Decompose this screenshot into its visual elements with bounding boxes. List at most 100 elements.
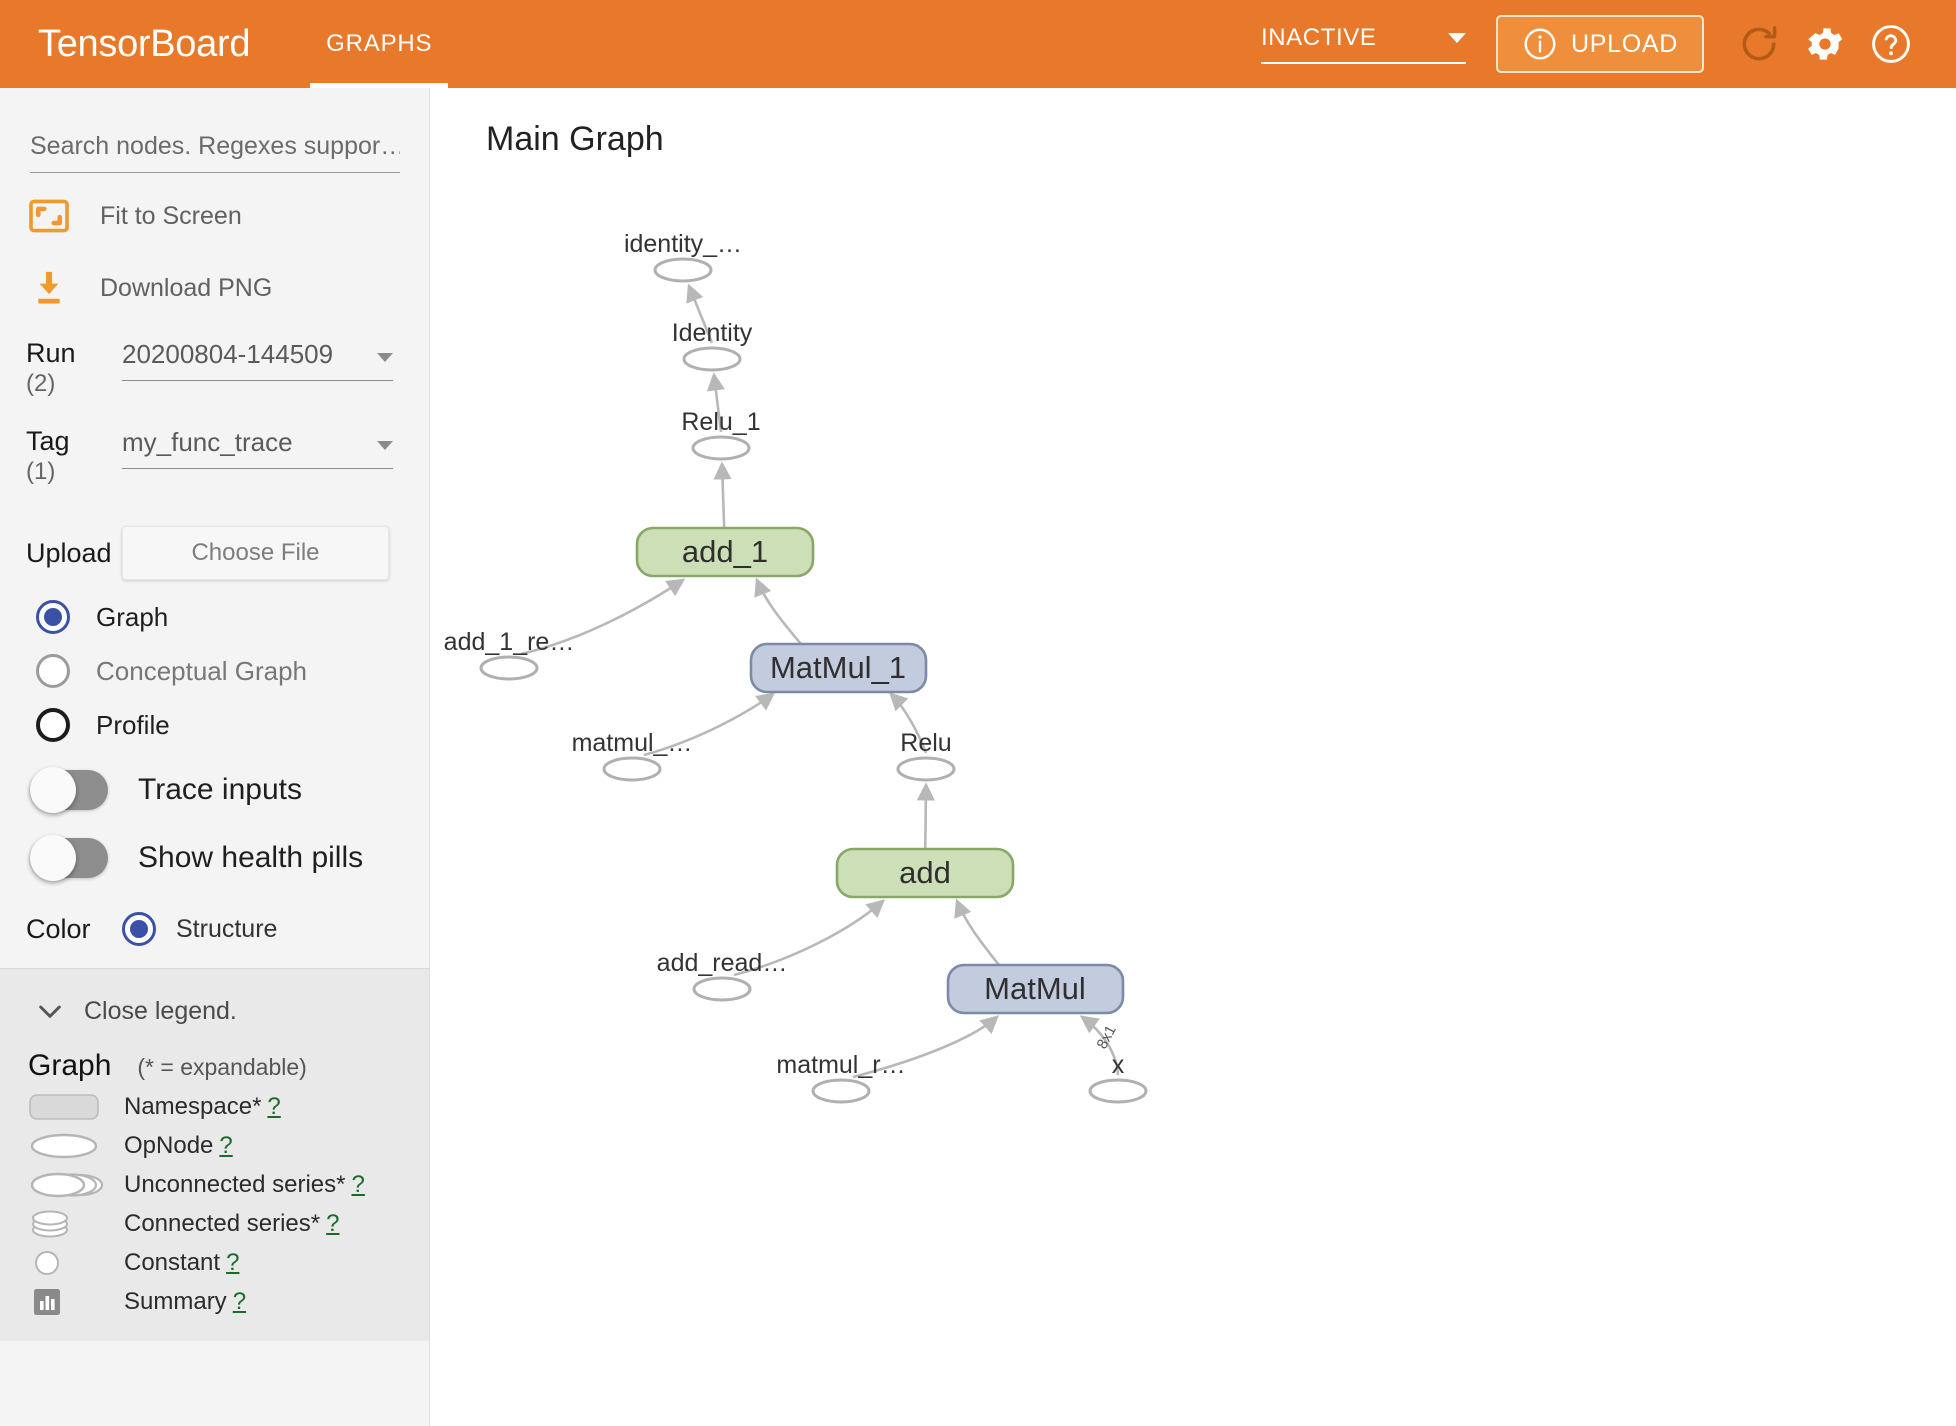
refresh-icon[interactable] [1737, 22, 1781, 66]
show-health-pills-label: Show health pills [138, 841, 364, 875]
summary-icon [28, 1286, 124, 1318]
app-header: TensorBoard GRAPHS INACTIVE UPLOAD [0, 0, 1956, 88]
search-input[interactable] [30, 132, 400, 173]
legend-item-label: Summary [124, 1287, 227, 1315]
tag-label: Tag (1) [26, 426, 122, 485]
inactive-runs-dropdown[interactable]: INACTIVE [1260, 24, 1466, 64]
run-select[interactable]: 20200804-144509 [122, 339, 393, 381]
edge-relu1-to-identity [706, 372, 725, 433]
legend-item-label: Constant [124, 1248, 221, 1276]
node-shape-ellipse[interactable] [896, 756, 956, 782]
legend-item-summary: Summary ? [0, 1286, 429, 1317]
edge-x-to-matmul [1079, 1015, 1120, 1076]
radio-profile[interactable]: Profile [0, 708, 429, 743]
node-add-1[interactable]: add_1 [635, 526, 815, 578]
node-matmul-read[interactable]: matmul_… [572, 729, 693, 782]
legend-help-link[interactable]: ? [351, 1170, 365, 1198]
node-shape-ellipse[interactable] [691, 435, 751, 461]
node-identity[interactable]: Identity [672, 319, 753, 372]
legend-title: Graph [28, 1049, 112, 1083]
download-png-button[interactable]: Download PNG [0, 259, 429, 317]
node-shape-rect[interactable] [635, 526, 815, 578]
node-x[interactable]: x [1088, 1051, 1148, 1104]
page-title: Main Graph [486, 120, 664, 158]
choose-file-button[interactable]: Choose File [122, 526, 389, 581]
graph-drawing[interactable]: identity_… Identity Relu_1 add_1 add_1_r… [431, 88, 1956, 1426]
fit-to-screen-icon [26, 193, 72, 239]
trace-inputs-switch[interactable] [30, 767, 108, 814]
legend-item-opnode: OpNode ? [0, 1130, 429, 1161]
node-add-1-read[interactable]: add_1_re… [444, 628, 575, 681]
tag-select[interactable]: my_func_trace [122, 427, 393, 469]
edge-matmulread-to-matmul1 [643, 692, 776, 757]
graph-edges [520, 283, 1120, 1079]
legend-help-link[interactable]: ? [219, 1131, 233, 1159]
edge-label-shape: 8x1 [1094, 1023, 1120, 1052]
header-actions: INACTIVE UPLOAD [1260, 15, 1956, 73]
node-matmul[interactable]: MatMul [946, 963, 1125, 1015]
edge-matmul-to-add [954, 898, 1001, 966]
legend-item-label: Namespace* [124, 1092, 262, 1120]
help-icon[interactable] [1869, 22, 1913, 66]
node-relu-1[interactable]: Relu_1 [681, 408, 761, 461]
namespace-icon [28, 1092, 124, 1122]
legend-panel: Close legend. Graph (* = expandable) Nam… [0, 969, 429, 1342]
chevron-down-icon [1447, 33, 1466, 43]
fit-to-screen-button[interactable]: Fit to Screen [0, 187, 429, 245]
gear-icon[interactable] [1803, 22, 1847, 66]
node-label: MatMul [984, 971, 1086, 1006]
node-shape-rect[interactable] [835, 847, 1015, 899]
node-label: add [899, 855, 951, 890]
radio-structure-indicator[interactable] [122, 912, 156, 947]
node-shape-rect[interactable] [946, 963, 1125, 1015]
download-icon [26, 265, 72, 311]
node-add[interactable]: add [835, 847, 1015, 899]
node-matmul-r[interactable]: matmul_r… [776, 1051, 906, 1104]
upload-button-label: UPLOAD [1570, 29, 1678, 58]
legend-item-unconnected-series: Unconnected series* ? [0, 1169, 429, 1200]
toggle-knob [30, 767, 76, 814]
info-icon [1522, 26, 1558, 62]
node-label: Relu_1 [681, 408, 760, 436]
show-health-pills-switch[interactable] [30, 835, 108, 882]
legend-item-label: OpNode [124, 1131, 214, 1159]
radio-conceptual-graph[interactable]: Conceptual Graph [0, 654, 429, 689]
node-label: matmul_… [572, 729, 693, 757]
app-brand: TensorBoard [38, 22, 251, 65]
node-matmul-1[interactable]: MatMul_1 [749, 642, 928, 694]
graph-edge-labels: 8x1 [1094, 1023, 1120, 1052]
legend-help-link[interactable]: ? [267, 1092, 281, 1120]
tag-count: (1) [26, 457, 56, 485]
upload-button[interactable]: UPLOAD [1495, 15, 1704, 73]
legend-help-link[interactable]: ? [226, 1248, 240, 1276]
node-shape-ellipse[interactable] [479, 655, 539, 681]
node-shape-ellipse[interactable] [692, 976, 752, 1002]
graph-nodes: identity_… Identity Relu_1 add_1 add_1_r… [444, 230, 1148, 1104]
node-label: Relu [900, 729, 951, 757]
tab-graphs[interactable]: GRAPHS [310, 0, 449, 88]
close-legend-button[interactable]: Close legend. [0, 995, 429, 1027]
search-container [0, 88, 429, 173]
node-identity-1[interactable]: identity_… [624, 230, 742, 283]
node-shape-ellipse[interactable] [1088, 1078, 1148, 1104]
legend-header: Graph (* = expandable) [0, 1049, 429, 1083]
legend-help-link[interactable]: ? [326, 1209, 340, 1237]
node-shape-ellipse[interactable] [811, 1078, 871, 1104]
trace-inputs-toggle[interactable]: Trace inputs [0, 767, 429, 814]
constant-icon [28, 1248, 124, 1278]
node-shape-ellipse[interactable] [682, 346, 742, 372]
node-add-read[interactable]: add_read… [657, 949, 788, 1002]
legend-help-link[interactable]: ? [232, 1287, 247, 1315]
node-shape-ellipse[interactable] [653, 257, 713, 283]
edge-addread-to-add [733, 899, 886, 977]
radio-conceptual-graph-indicator [36, 654, 70, 689]
edge-matmul1-to-add1 [754, 577, 802, 645]
graph-canvas[interactable]: Main Graph identity_… [431, 88, 1956, 1426]
node-relu[interactable]: Relu [896, 729, 956, 782]
show-health-pills-toggle[interactable]: Show health pills [0, 835, 429, 882]
node-label: Identity [672, 319, 753, 347]
radio-graph[interactable]: Graph [0, 600, 429, 635]
node-shape-rect[interactable] [749, 642, 928, 694]
chevron-down-icon [377, 353, 393, 362]
node-shape-ellipse[interactable] [602, 756, 662, 782]
